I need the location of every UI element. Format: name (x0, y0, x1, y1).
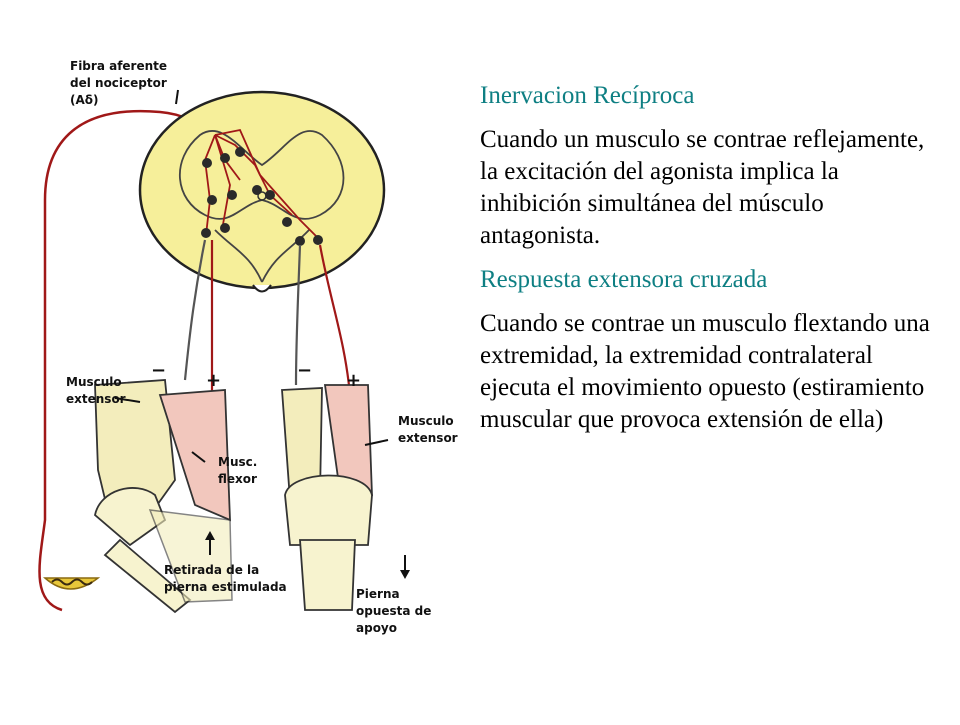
heading-crossed-extensor: Respuesta extensora cruzada (480, 266, 768, 293)
afferent-nerve (38, 109, 216, 612)
spinal-cord-section (138, 90, 386, 293)
synapse-nodes (201, 147, 323, 246)
afferent-fiber-label: Fibra aferente del nociceptor (Aδ) (70, 59, 168, 107)
left-leg (94, 379, 233, 614)
paragraph-crossed-extensor: Cuando se contrae un musculo flextando u… (480, 310, 930, 433)
withdrawal-label: Retirada de la pierna estimulada (164, 563, 287, 594)
right-leg (281, 384, 373, 611)
reflex-diagram: Fibra aferente del nociceptor (Aδ) Muscu… (0, 0, 470, 720)
plus-sign-left: + (206, 370, 222, 391)
support-label: Pierna opuesta de apoyo (356, 587, 432, 635)
leader-lines (114, 89, 406, 570)
paragraph-reciprocal-innervation: Cuando un musculo se contrae reflejament… (480, 126, 925, 249)
text-panel: Inervacion Recíproca Cuando un musculo s… (480, 80, 945, 448)
extensor-left-label: Musculo extensor (66, 375, 126, 406)
skin-receptor (43, 577, 101, 590)
minus-sign-left: − (151, 360, 167, 381)
heading-reciprocal-innervation: Inervacion Recíproca (480, 82, 695, 109)
arrow-up-icon (205, 531, 215, 540)
minus-sign-right: − (297, 360, 313, 381)
arrow-down-icon (400, 570, 410, 579)
plus-sign-right: + (346, 370, 362, 391)
efferent-nerves (183, 239, 352, 396)
flexor-label: Musc. flexor (218, 455, 258, 486)
extensor-right-label: Musculo extensor (398, 414, 458, 445)
interneurons (204, 128, 321, 241)
reflex-illustration (38, 89, 410, 614)
